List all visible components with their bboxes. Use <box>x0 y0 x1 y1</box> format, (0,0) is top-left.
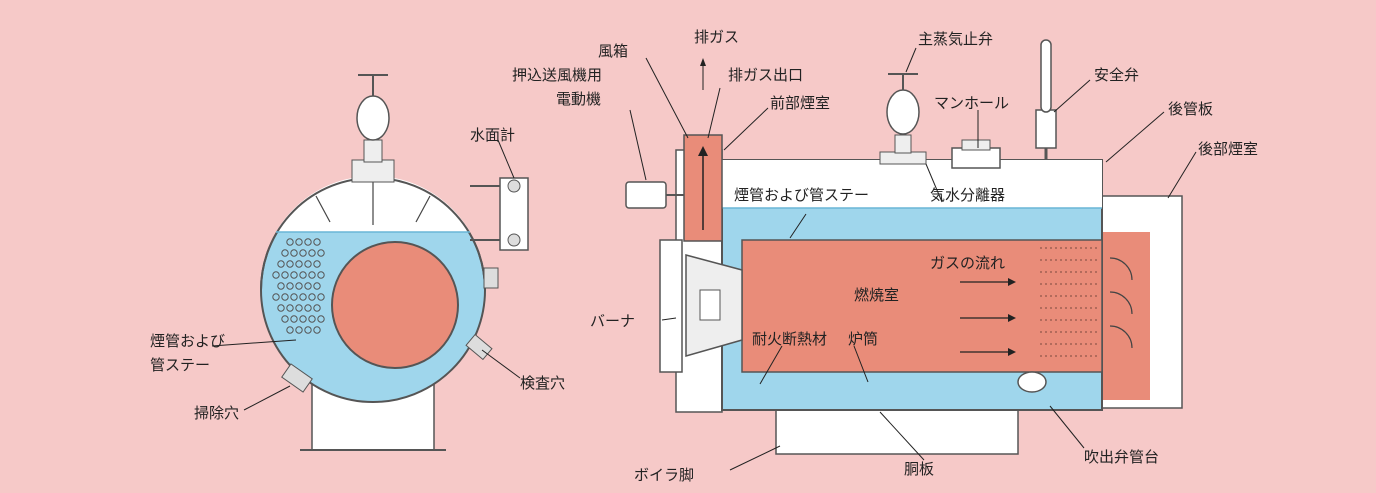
smoke-tube <box>290 249 298 257</box>
label-wind-box: 風箱 <box>598 42 628 60</box>
side-view <box>625 39 1183 455</box>
label-manhole: マンホール <box>934 94 1009 112</box>
smoke-tube <box>290 271 298 279</box>
smoke-tube <box>308 315 316 323</box>
smoke-tube <box>299 249 307 257</box>
smoke-tube <box>286 238 294 246</box>
end-view-furnace <box>331 241 459 369</box>
labels: 排ガス 風箱 排ガス出口 主蒸気止弁 押込送風機用 電動機 前部煙室 マンホール… <box>150 28 1258 484</box>
leader-lines <box>211 47 1197 471</box>
smoke-tube <box>299 293 307 301</box>
smoke-tube <box>308 271 316 279</box>
label-smoke-tube-stay-left-line2: 管ステー <box>150 356 210 374</box>
smoke-tube <box>295 282 303 290</box>
smoke-tube <box>272 293 280 301</box>
label-shell-plate: 胴板 <box>904 460 934 478</box>
label-exhaust-outlet: 排ガス出口 <box>728 66 803 84</box>
smoke-tube <box>277 282 285 290</box>
smoke-tube <box>304 238 312 246</box>
label-furnace: 炉筒 <box>848 330 878 348</box>
end-view <box>260 74 529 451</box>
label-exhaust-gas: 排ガス <box>694 28 739 46</box>
smoke-tube <box>313 304 321 312</box>
smoke-tube <box>308 249 316 257</box>
label-safety-valve: 安全弁 <box>1094 66 1139 84</box>
label-main-stop-valve: 主蒸気止弁 <box>918 30 993 48</box>
smoke-tube <box>281 293 289 301</box>
smoke-tube <box>286 304 294 312</box>
label-smoke-tube-stay-right: 煙管および管ステー <box>734 186 869 204</box>
smoke-tube <box>317 293 325 301</box>
smoke-tube <box>304 260 312 268</box>
smoke-tube <box>317 249 325 257</box>
label-combustion-chamber: 燃焼室 <box>854 286 899 304</box>
label-refractory: 耐火断熱材 <box>752 330 827 348</box>
label-rear-tube-plate: 後管板 <box>1168 100 1213 118</box>
smoke-tube <box>295 326 303 334</box>
smoke-tube <box>313 326 321 334</box>
smoke-tube <box>290 293 298 301</box>
label-rear-smoke-box: 後部煙室 <box>1198 140 1258 158</box>
smoke-tube <box>281 271 289 279</box>
smoke-tube <box>313 238 321 246</box>
label-front-smoke-box: 前部煙室 <box>770 94 830 112</box>
side-view-smoke-tubes <box>1040 247 1100 357</box>
label-gas-flow: ガスの流れ <box>930 254 1005 272</box>
label-inspection-hole: 検査穴 <box>520 374 565 392</box>
smoke-tube <box>299 271 307 279</box>
label-boiler-leg: ボイラ脚 <box>634 466 694 484</box>
smoke-tube <box>299 315 307 323</box>
smoke-tube <box>281 315 289 323</box>
gas-flow-arrows <box>960 281 1008 353</box>
smoke-tube <box>281 249 289 257</box>
smoke-tube <box>304 282 312 290</box>
label-blower-motor-line2: 電動機 <box>556 90 601 108</box>
smoke-tube <box>286 282 294 290</box>
label-smoke-tube-stay-left-line1: 煙管および <box>150 332 225 350</box>
smoke-tube <box>295 260 303 268</box>
label-blowdown-valve-seat: 吹出弁管台 <box>1084 448 1159 466</box>
rear-smoke-box-gas <box>1102 232 1150 400</box>
smoke-tube <box>295 238 303 246</box>
smoke-tube <box>308 293 316 301</box>
label-cleaning-hole: 掃除穴 <box>194 404 239 422</box>
side-view-furnace <box>741 239 1103 373</box>
label-steam-separator: 気水分離器 <box>930 186 1005 204</box>
smoke-tube <box>313 260 321 268</box>
smoke-tube <box>304 304 312 312</box>
smoke-tube <box>295 304 303 312</box>
label-blower-motor-line1: 押込送風機用 <box>512 66 602 84</box>
smoke-tube <box>286 260 294 268</box>
smoke-tube <box>290 315 298 323</box>
smoke-tube <box>317 315 325 323</box>
smoke-tube <box>317 271 325 279</box>
smoke-tube <box>277 304 285 312</box>
smoke-tube <box>277 260 285 268</box>
smoke-tube <box>286 326 294 334</box>
smoke-tube <box>313 282 321 290</box>
smoke-tube <box>304 326 312 334</box>
end-view-smoke-tubes <box>272 238 325 334</box>
smoke-tube <box>272 271 280 279</box>
label-burner: バーナ <box>590 312 635 330</box>
label-water-gauge: 水面計 <box>470 126 515 144</box>
